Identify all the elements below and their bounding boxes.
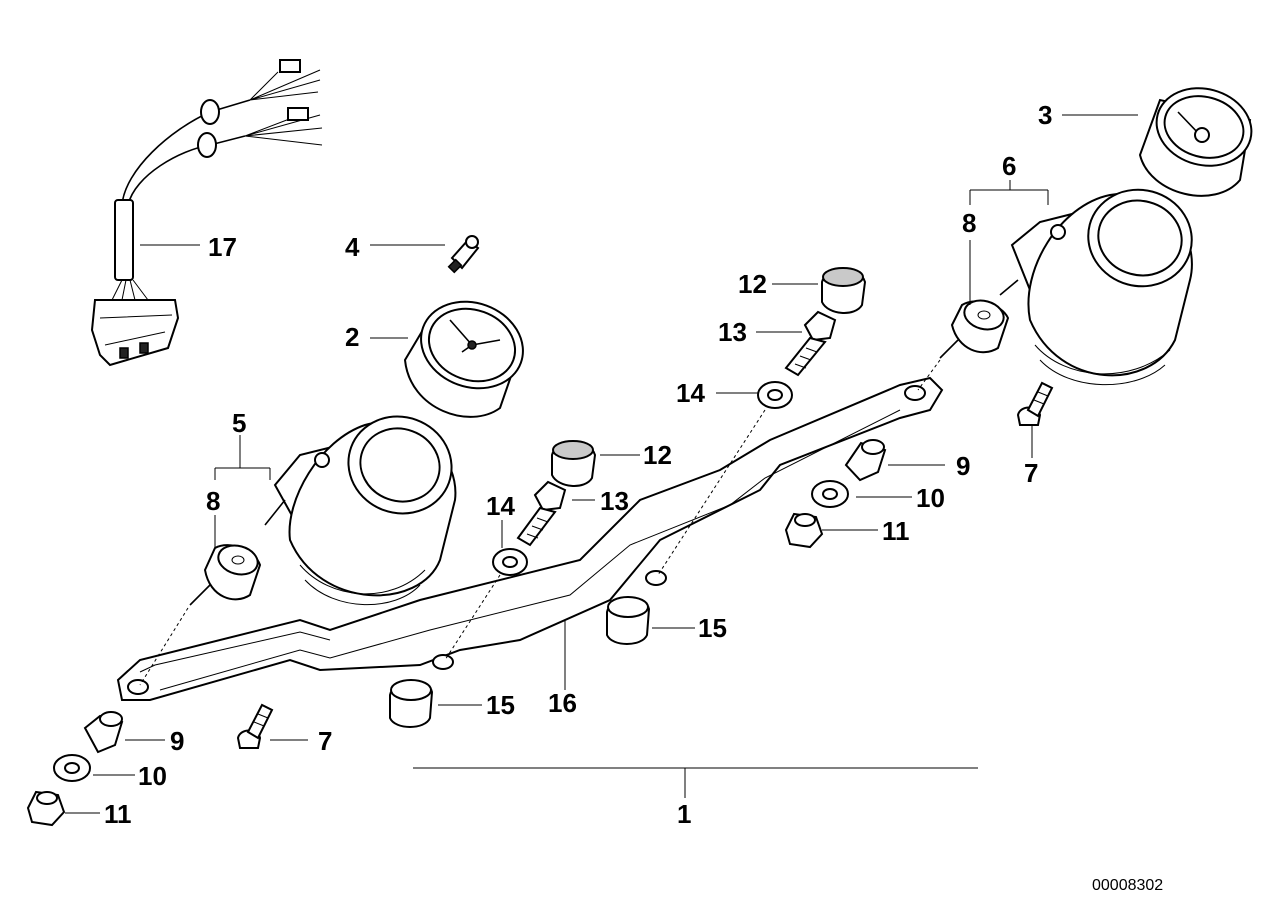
callout-5: 5: [232, 408, 246, 438]
washer-right: [811, 480, 849, 508]
sleeve-right: [606, 596, 651, 645]
screw-right: [1016, 381, 1054, 426]
cap-center: [551, 440, 597, 487]
callout-14-center: 14: [486, 491, 515, 521]
callout-16: 16: [548, 688, 577, 718]
wiring-harness: [90, 59, 323, 367]
callout-9-lower: 9: [170, 726, 184, 756]
callout-7-right: 7: [1024, 458, 1038, 488]
washer-upper: [757, 381, 793, 409]
document-number: 00008302: [1092, 877, 1163, 894]
rubber-mount-right: [939, 299, 1010, 359]
callout-9-right: 9: [956, 451, 970, 481]
instrument-housing-left: [264, 415, 457, 606]
nut-lower: [26, 790, 66, 827]
callout-labels: 17 4 2 3 6 8 5 8 12 13 14 12 13 14 15 15…: [104, 100, 1052, 829]
cap-upper: [821, 267, 867, 314]
small-gauge: [1138, 87, 1253, 197]
callout-11-right: 11: [882, 516, 910, 546]
bulb: [447, 235, 480, 274]
callout-3: 3: [1038, 100, 1052, 130]
callout-12-center: 12: [643, 440, 672, 470]
callout-8-right: 8: [962, 208, 976, 238]
callout-2: 2: [345, 322, 359, 352]
callout-12-upper: 12: [738, 269, 767, 299]
callout-11-lower: 11: [104, 799, 132, 829]
callout-14-upper: 14: [676, 378, 705, 408]
bolt-upper: [784, 310, 837, 377]
callout-10-right: 10: [916, 483, 945, 513]
leader-lines: [65, 114, 1138, 814]
instrument-housing-right: [999, 188, 1193, 386]
callout-17: 17: [208, 232, 237, 262]
spacer-lower: [83, 711, 124, 754]
spacer-right: [844, 439, 887, 482]
assembly-lines: [139, 359, 941, 686]
screw-lower: [236, 703, 274, 749]
callout-8-left: 8: [206, 486, 220, 516]
nut-right: [784, 512, 824, 549]
washer-lower: [53, 754, 91, 782]
callout-15-right: 15: [698, 613, 727, 643]
callout-13-center: 13: [600, 486, 629, 516]
callout-7-lower: 7: [318, 726, 332, 756]
sleeve-lower: [389, 679, 434, 728]
bolt-center: [516, 480, 567, 547]
callout-6: 6: [1002, 151, 1016, 181]
callout-10-lower: 10: [138, 761, 167, 791]
instrument-bracket: [116, 376, 944, 701]
rubber-mount-left: [189, 544, 262, 606]
washer-center: [492, 548, 528, 576]
callout-1: 1: [677, 799, 691, 829]
callout-15-lower: 15: [486, 690, 515, 720]
callout-4: 4: [345, 232, 360, 262]
callout-13-upper: 13: [718, 317, 747, 347]
clock-gauge: [403, 300, 524, 418]
